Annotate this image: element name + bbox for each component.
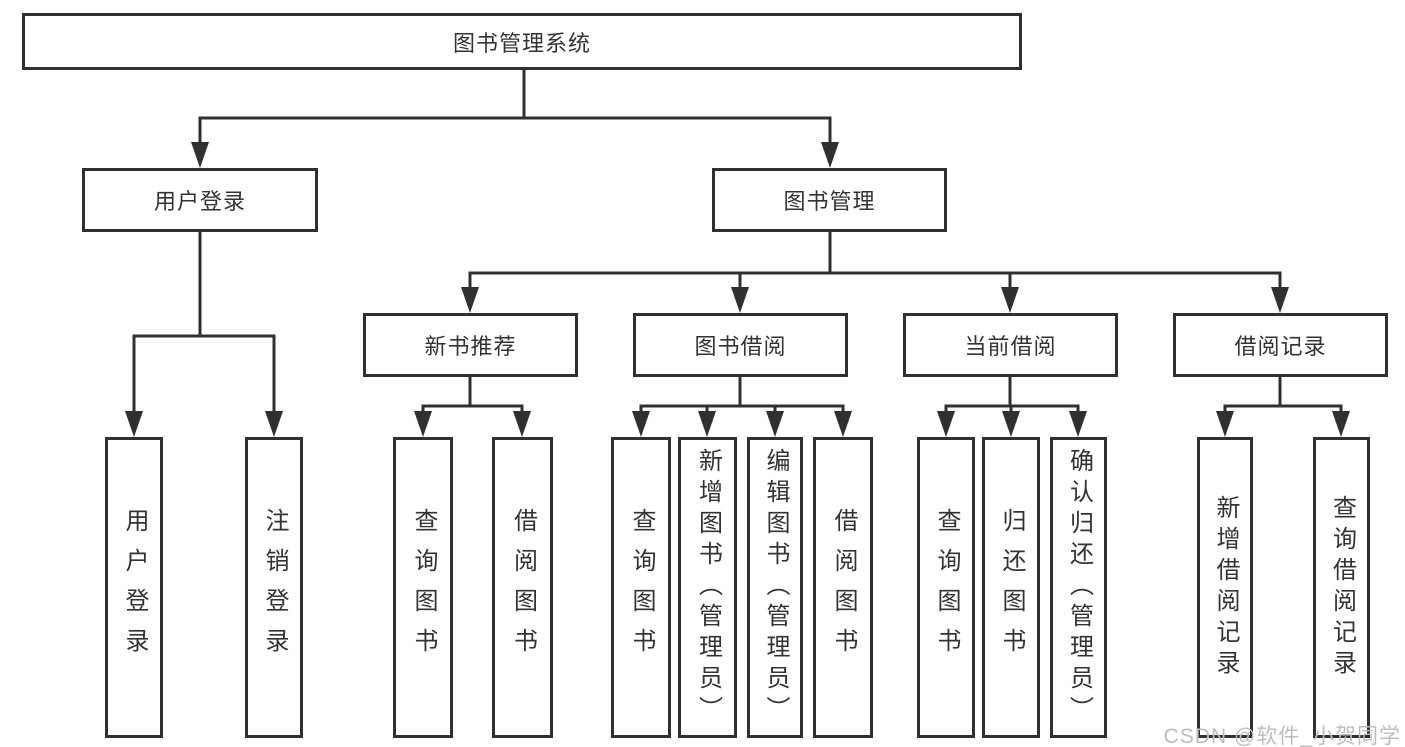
node-borrowing-records: 借阅记录 bbox=[1173, 313, 1388, 377]
csdn-watermark: CSDN @软件_小贺同学 bbox=[1163, 725, 1401, 747]
node-book-management: 图书管理 bbox=[712, 168, 947, 232]
node-library-management-system: 图书管理系统 bbox=[22, 13, 1022, 70]
leaf-label: 用户登录 bbox=[121, 507, 148, 668]
leaf-borrow-books-recommend: 借阅图书 bbox=[492, 437, 553, 738]
leaf-edit-books-admin: 编辑图书（管理员） bbox=[747, 437, 803, 738]
leaf-add-borrow-record: 新增借阅记录 bbox=[1197, 437, 1253, 738]
leaf-user-login: 用户登录 bbox=[105, 437, 163, 738]
leaf-label: 新增借阅记录 bbox=[1212, 494, 1239, 681]
leaf-label: 注销登录 bbox=[261, 507, 288, 668]
node-label: 借阅记录 bbox=[1234, 334, 1327, 359]
leaf-borrow-books: 借阅图书 bbox=[813, 437, 873, 738]
node-book-borrowing: 图书借阅 bbox=[633, 313, 848, 377]
leaf-return-books: 归还图书 bbox=[982, 437, 1040, 738]
node-current-borrowing: 当前借阅 bbox=[903, 313, 1118, 377]
leaf-add-books-admin: 新增图书（管理员） bbox=[678, 437, 737, 738]
leaf-label: 归还图书 bbox=[998, 507, 1025, 668]
leaf-label: 借阅图书 bbox=[830, 507, 857, 668]
node-new-book-recommendation: 新书推荐 bbox=[363, 313, 578, 377]
node-label: 图书管理系统 bbox=[452, 30, 591, 56]
leaf-logout: 注销登录 bbox=[245, 437, 303, 738]
leaf-search-books-borrow: 查询图书 bbox=[611, 437, 671, 738]
leaf-label: 确认归还（管理员） bbox=[1065, 448, 1093, 727]
leaf-label: 查询图书 bbox=[628, 507, 655, 668]
leaf-label: 查询图书 bbox=[410, 507, 437, 668]
leaf-label: 新增图书（管理员） bbox=[694, 448, 722, 727]
node-user-login: 用户登录 bbox=[82, 168, 318, 232]
leaf-search-borrow-record: 查询借阅记录 bbox=[1313, 437, 1370, 738]
leaf-confirm-return-admin: 确认归还（管理员） bbox=[1050, 437, 1107, 738]
leaf-label: 查询图书 bbox=[933, 507, 960, 668]
leaf-search-books-current: 查询图书 bbox=[917, 437, 975, 738]
node-label: 用户登录 bbox=[153, 189, 246, 214]
node-label: 图书管理 bbox=[783, 189, 876, 214]
leaf-label: 编辑图书（管理员） bbox=[762, 448, 789, 727]
leaf-search-books-recommend: 查询图书 bbox=[393, 437, 453, 738]
node-label: 新书推荐 bbox=[424, 334, 517, 359]
leaf-label: 查询借阅记录 bbox=[1328, 494, 1356, 681]
leaf-label: 借阅图书 bbox=[509, 507, 537, 668]
node-label: 当前借阅 bbox=[964, 334, 1057, 359]
node-label: 图书借阅 bbox=[694, 334, 787, 359]
